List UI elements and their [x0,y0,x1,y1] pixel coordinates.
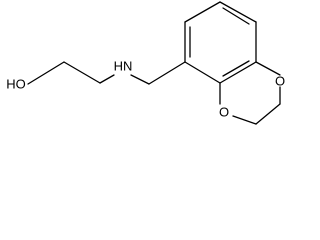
ring-oxygen-top-label: O [275,74,285,89]
bond-ring-double-bottom [222,60,250,77]
bond-ring-c5-c4 [184,61,221,84]
bond-ring-c3-c2 [184,1,221,23]
bond-ch2-o-bottom [232,115,257,125]
bond-c2-n [99,74,115,84]
bond-ring-double-top [222,7,250,25]
bond-ho-c1 [27,61,65,85]
bond-n-ch2 [130,74,150,85]
bond-lines [27,1,281,125]
bond-c1-c2 [63,61,101,84]
atom-labels: HO H​N O O [6,59,285,120]
ring-oxygen-bottom-label: O [219,105,229,120]
bond-c6-o-top [255,61,281,76]
bond-ring-c2-c1 [219,1,257,23]
hydroxyl-label: HO [6,77,26,92]
bond-ch2-ring [148,61,186,85]
structure-diagram: HO H​N O O [6,1,285,125]
amine-label: H​N [114,59,133,74]
bond-ring-c6-c5 [219,61,257,84]
bond-ch2-ch2 [255,103,281,125]
